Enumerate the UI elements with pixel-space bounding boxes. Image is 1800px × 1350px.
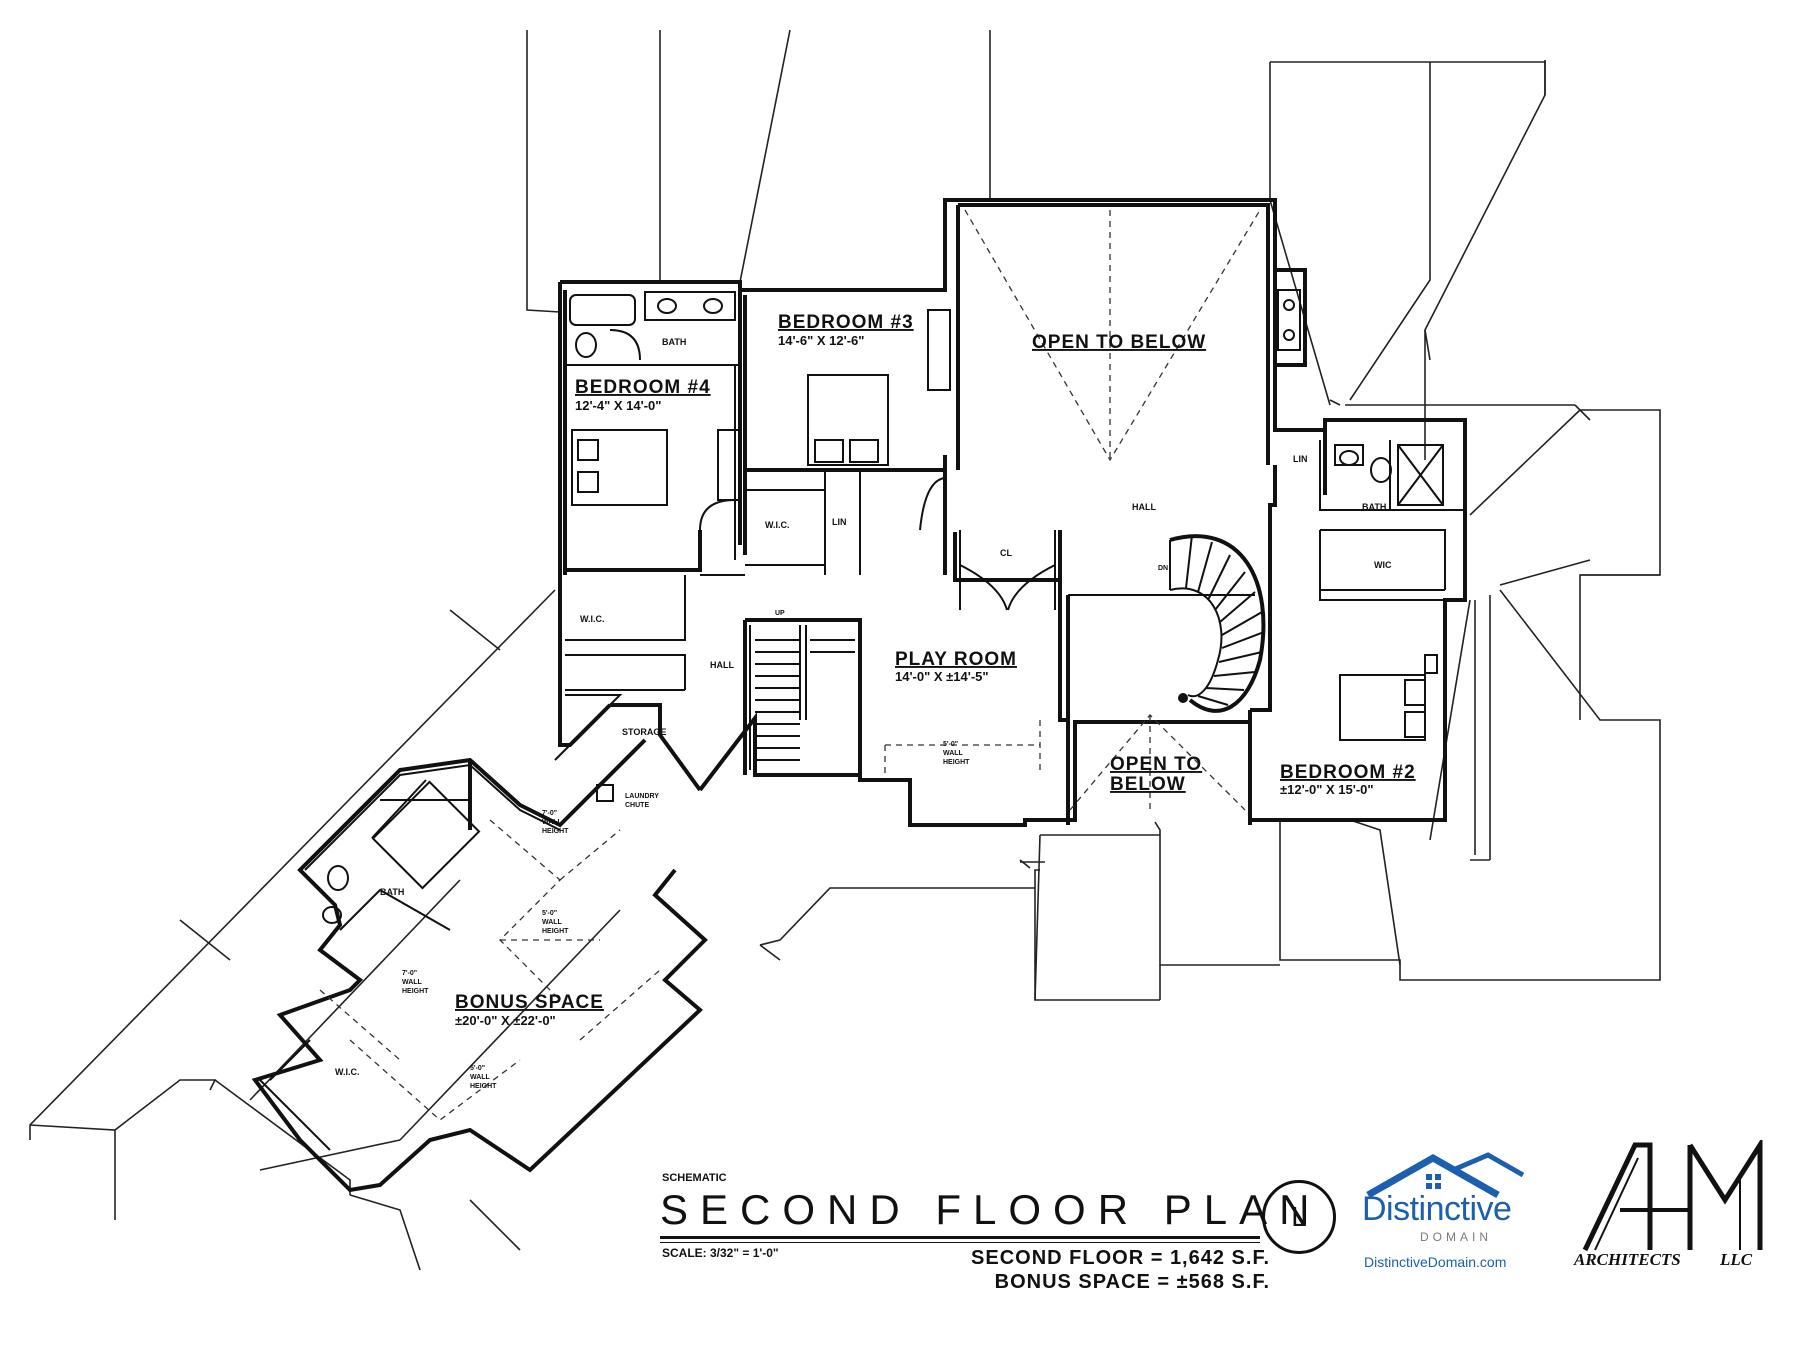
svg-text:7'-0": 7'-0" <box>402 970 417 977</box>
bedroom-3-dims: 14'-6" X 12'-6" <box>778 333 864 348</box>
drawing-scale: SCALE: 3/32" = 1'-0" <box>662 1246 779 1260</box>
svg-text:5'-0": 5'-0" <box>943 741 958 748</box>
svg-text:7'-0": 7'-0" <box>542 810 557 817</box>
room-labels: BEDROOM #3 14'-6" X 12'-6" BEDROOM #4 12… <box>455 312 1416 1028</box>
lin-label-1: LIN <box>832 517 847 527</box>
svg-text:5'-0": 5'-0" <box>542 910 557 917</box>
storage-label: STORAGE <box>622 727 666 737</box>
closet-label: CL <box>1000 548 1012 558</box>
wic-label-4: WIC <box>1374 560 1392 570</box>
title-eyebrow: SCHEMATIC <box>662 1172 727 1184</box>
svg-text:WALL: WALL <box>542 919 563 926</box>
bath-label-3: BATH <box>380 887 404 897</box>
wall-height-bonus-d: 5'-0" WALL HEIGHT <box>470 1065 497 1090</box>
bath-label-1: BATH <box>662 337 686 347</box>
laundry-chute-label-2: CHUTE <box>625 802 649 809</box>
area-second-floor: SECOND FLOOR = 1,642 S.F. <box>971 1247 1270 1269</box>
wic-label-2: W.I.C. <box>580 614 605 624</box>
ceiling-lines <box>319 209 1261 1121</box>
brand-subtitle: DOMAIN <box>1420 1230 1492 1244</box>
svg-text:WALL: WALL <box>542 819 563 826</box>
play-room-dims: 14'-0" X ±14'-5" <box>895 669 989 684</box>
stair-up-label: UP <box>775 610 785 617</box>
svg-text:HEIGHT: HEIGHT <box>542 828 569 835</box>
svg-text:HEIGHT: HEIGHT <box>943 759 970 766</box>
svg-text:5'-0": 5'-0" <box>470 1065 485 1072</box>
bonus-space-label: BONUS SPACE <box>455 992 604 1013</box>
bedroom-4-dims: 12'-4" X 14'-0" <box>575 398 661 413</box>
svg-text:WALL: WALL <box>943 750 964 757</box>
open-to-below-label: OPEN TO BELOW <box>1032 332 1206 353</box>
bedroom-3-label: BEDROOM #3 <box>778 312 914 333</box>
wall-height-play-room: 5'-0" WALL HEIGHT <box>943 741 970 766</box>
open-to-below-2-line1: OPEN TO <box>1110 754 1202 775</box>
open-to-below-2-line2: BELOW <box>1110 774 1186 795</box>
firm-name: ARCHITECTS <box>1574 1250 1681 1269</box>
wall-height-bonus-b: 5'-0" WALL HEIGHT <box>542 910 569 935</box>
brand-name: Distinctive <box>1362 1190 1512 1228</box>
area-bonus-space: BONUS SPACE = ±568 S.F. <box>994 1271 1270 1293</box>
svg-text:HEIGHT: HEIGHT <box>470 1083 497 1090</box>
small-labels: BATH BATH BATH W.I.C. W.I.C. W.I.C. WIC … <box>335 337 1392 1077</box>
title-underline <box>660 1236 1260 1239</box>
lin-label-2: LIN <box>1293 454 1308 464</box>
wic-label-3: W.I.C. <box>335 1067 360 1077</box>
svg-text:HEIGHT: HEIGHT <box>402 988 429 995</box>
svg-text:HEIGHT: HEIGHT <box>542 928 569 935</box>
area-summary: SECOND FLOOR = 1,642 S.F. BONUS SPACE = … <box>971 1246 1270 1294</box>
play-room-label: PLAY ROOM <box>895 649 1017 670</box>
roof-outline-lines <box>29 29 1661 1271</box>
brand-url: DistinctiveDomain.com <box>1364 1254 1507 1270</box>
stair-down-label: DN <box>1158 565 1168 572</box>
wall-height-bonus-a: 7'-0" WALL HEIGHT <box>542 810 569 835</box>
wall-height-bonus-c: 7'-0" WALL HEIGHT <box>402 970 429 995</box>
stairs <box>755 534 1266 761</box>
ahm-monogram-icon <box>1582 1140 1763 1252</box>
wic-label-1: W.I.C. <box>765 520 790 530</box>
title-underline-thin <box>660 1242 1260 1243</box>
hall-label-2: HALL <box>1132 502 1156 512</box>
bonus-space-dims: ±20'-0" X ±22'-0" <box>455 1013 556 1028</box>
sheet-title: SECOND FLOOR PLAN <box>660 1186 1322 1233</box>
title-block: SCHEMATIC SECOND FLOOR PLAN SCALE: 3/32"… <box>660 1172 1309 1294</box>
bath-label-2: BATH <box>1362 502 1386 512</box>
svg-text:WALL: WALL <box>402 979 423 986</box>
house-roof-icon <box>1366 1152 1525 1199</box>
wall-height-notes: 5'-0" WALL HEIGHT 7'-0" WALL HEIGHT 5'-0… <box>402 741 970 1090</box>
hall-label-1: HALL <box>710 660 734 670</box>
bedroom-4-label: BEDROOM #4 <box>575 377 711 398</box>
bedroom-2-dims: ±12'-0" X 15'-0" <box>1280 782 1374 797</box>
sheet-mark: L <box>1262 1180 1336 1254</box>
distinctive-domain-logo: Distinctive DOMAIN DistinctiveDomain.com <box>1358 1150 1528 1280</box>
ahm-architects-logo: ARCHITECTS LLC <box>1570 1140 1780 1280</box>
bedroom-2-label: BEDROOM #2 <box>1280 762 1416 783</box>
svg-text:WALL: WALL <box>470 1074 491 1081</box>
walls <box>251 198 1467 1193</box>
laundry-chute-label-1: LAUNDRY <box>625 793 659 800</box>
fixtures <box>322 289 1444 924</box>
firm-suffix: LLC <box>1720 1250 1753 1269</box>
